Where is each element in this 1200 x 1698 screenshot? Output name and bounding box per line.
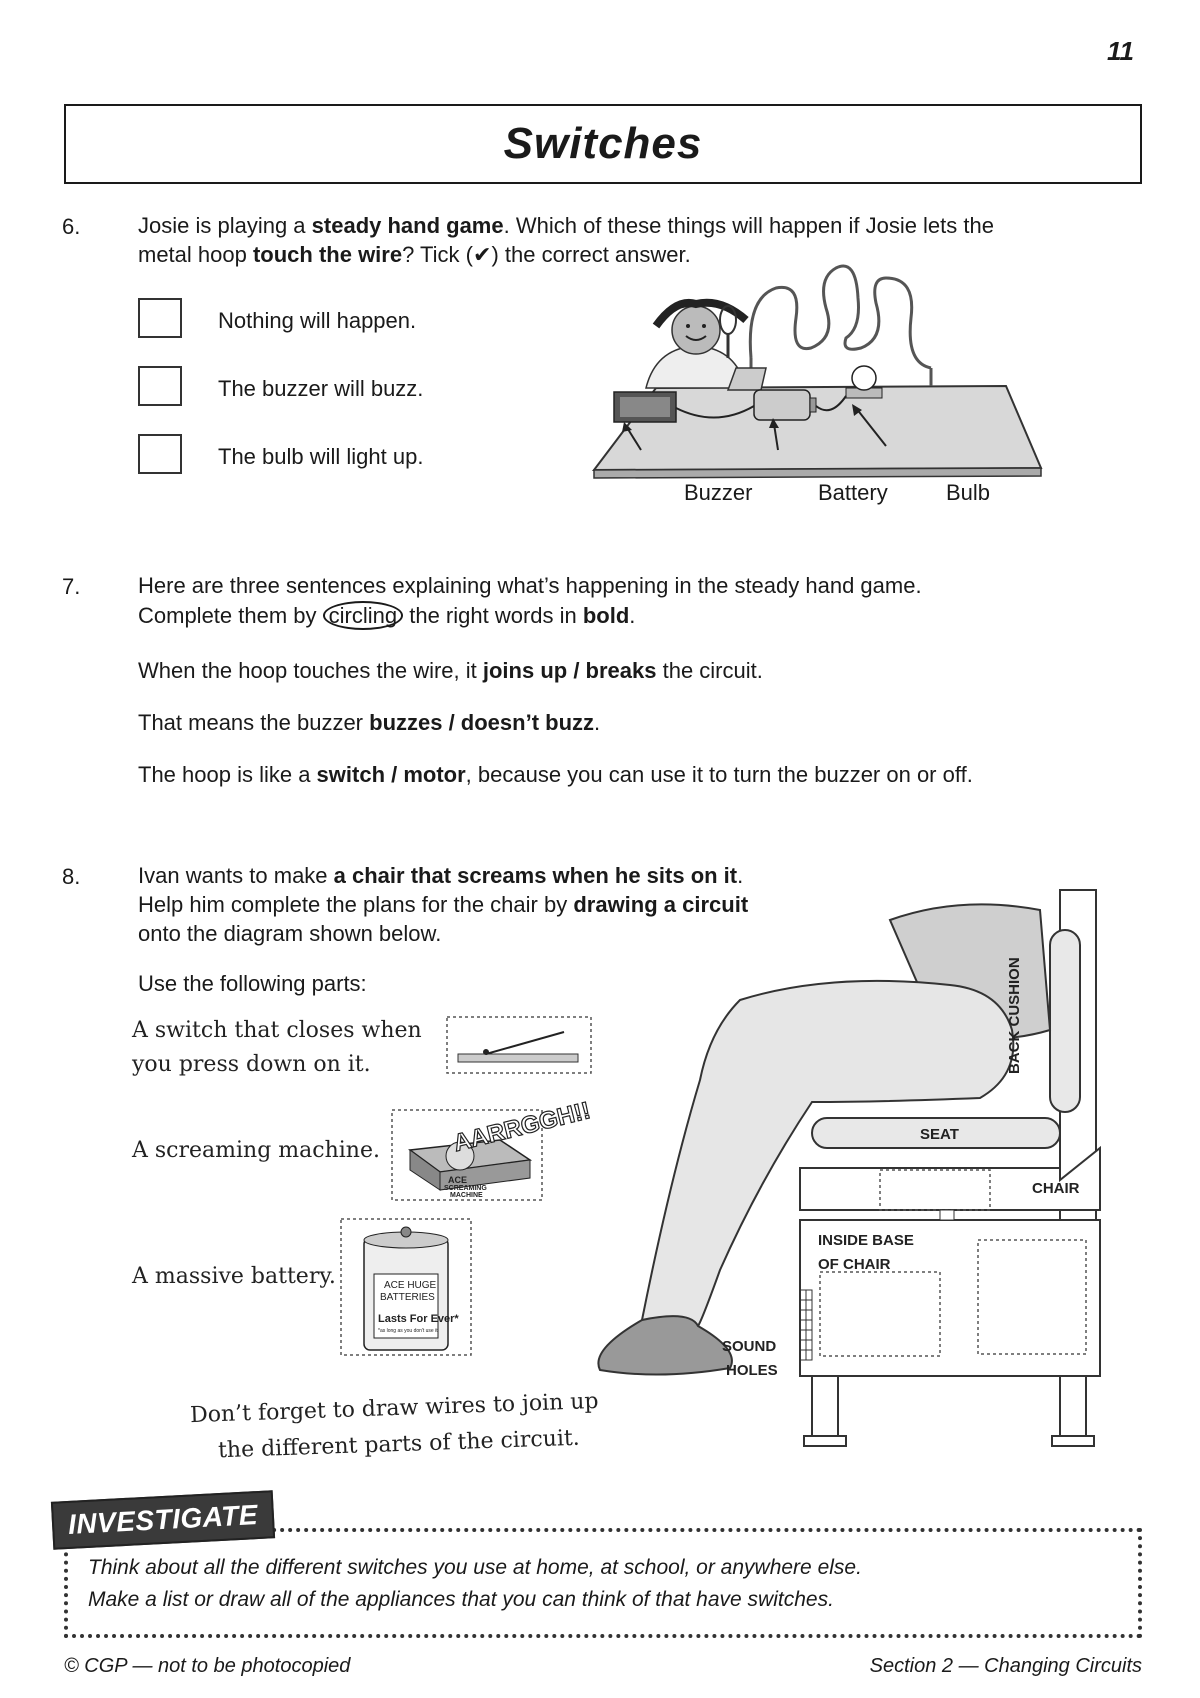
q7-text-line2: Complete them by circling the right word… [138, 601, 635, 630]
person-leg [640, 979, 1015, 1328]
chair-base [799, 1219, 1101, 1377]
q7-text-line1: Here are three sentences explaining what… [138, 573, 922, 598]
q6-bold: touch the wire [252, 242, 403, 267]
option-label: The bulb will light up. [218, 444, 424, 469]
answer-checkbox[interactable] [138, 366, 182, 406]
sentence-text: , because you can use it to turn the buz… [465, 762, 973, 787]
battery-label: Battery [818, 480, 888, 505]
answer-checkbox[interactable] [138, 298, 182, 338]
q7-sentence-3: The hoop is like a switch / motor, becau… [138, 760, 973, 789]
page-title: Switches [503, 119, 703, 168]
sentence-text: . [594, 710, 601, 735]
q6-text: Josie is playing a [138, 213, 312, 238]
part2-label: A screaming machine. [132, 1138, 380, 1163]
back-cushion [1049, 929, 1081, 1113]
seat-cushion [811, 1117, 1061, 1149]
machine-label-line1: ACE [448, 1175, 467, 1185]
q6-bold: steady hand game [311, 213, 504, 238]
q8-text-line3: onto the diagram shown below. [138, 921, 442, 946]
footer-copyright: © CGP — not to be photocopied [64, 1655, 351, 1677]
sentence-text: When the hoop touches the wire, it [138, 658, 483, 683]
scream-text: AARRGGH!! [451, 1100, 593, 1157]
sentence-text: That means the buzzer [138, 710, 370, 735]
reminder-line1: Don’t forget to draw wires to join up [189, 1388, 599, 1429]
option-label: Nothing will happen. [218, 308, 417, 333]
part1-label-line2: you press down on it. [132, 1052, 371, 1077]
sentence-text: the circuit. [656, 658, 763, 683]
pressure-switch-illustration [446, 1016, 592, 1074]
q8-text: . [737, 863, 744, 888]
screaming-machine-illustration: ACE SCREAMING MACHINE AARRGGH!! [391, 1100, 594, 1201]
tick-symbol: ✔ [473, 242, 492, 267]
q7-text: Complete them by [138, 603, 323, 628]
circled-word: circling [322, 601, 404, 630]
q6-text-line1: Josie is playing a steady hand game. Whi… [138, 211, 994, 240]
massive-battery-illustration: ACE HUGE BATTERIES Lasts For Ever* *as l… [340, 1218, 472, 1356]
part1-label-line1: A switch that closes when [132, 1018, 422, 1043]
girl-figure [645, 298, 749, 389]
q7-sentence-2: That means the buzzer buzzes / doesn’t b… [138, 708, 600, 737]
chair-frame [799, 1145, 1101, 1211]
q8-text-line2: Help him complete the plans for the chai… [138, 890, 748, 919]
battery-label-line1: ACE HUGE [384, 1280, 437, 1291]
q6-text: ) the correct answer. [491, 242, 691, 267]
q7-number: 7. [62, 574, 81, 599]
investigate-box [64, 1528, 1142, 1638]
seat-label: SEAT [920, 1126, 959, 1143]
part3-label: A massive battery. [132, 1264, 336, 1289]
q7-bold: bold [582, 603, 630, 628]
battery-label-line2: BATTERIES [380, 1292, 435, 1303]
chair-label: CHAIR [1032, 1180, 1080, 1197]
q8-bold: drawing a circuit [573, 892, 749, 917]
q6-text: metal hoop [138, 242, 253, 267]
option-label: The buzzer will buzz. [218, 376, 424, 401]
answer-choice-joins-breaks[interactable]: joins up / breaks [482, 658, 657, 683]
q7-text: the right words in [403, 603, 583, 628]
battery-label-line3: Lasts For Ever* [378, 1313, 459, 1325]
buzzer-label: Buzzer [684, 480, 753, 505]
back-cushion-label: BACK CUSHION [1006, 957, 1023, 1074]
inside-base-label-line1: INSIDE BASE [818, 1232, 914, 1249]
bulb [851, 365, 877, 391]
battery [753, 389, 811, 421]
machine-label-line2: SCREAMING [444, 1185, 487, 1192]
q8-text: Help him complete the plans for the chai… [138, 892, 574, 917]
q8-number: 8. [62, 864, 81, 889]
q6-text-line2: metal hoop touch the wire? Tick (✔) the … [138, 240, 691, 269]
answer-checkbox[interactable] [138, 434, 182, 474]
answer-choice-buzz[interactable]: buzzes / doesn’t buzz [369, 710, 595, 735]
page-number: 11 [1107, 36, 1134, 66]
inside-base-label-line2: OF CHAIR [818, 1256, 891, 1273]
battery-label-line4: *as long as you don't use it [378, 1328, 438, 1334]
steady-hand-game-illustration [591, 264, 1043, 479]
q8-text-line1: Ivan wants to make a chair that screams … [138, 861, 743, 890]
chair-diagram [597, 889, 1101, 1447]
machine-label-line3: MACHINE [450, 1192, 483, 1199]
sentence-text: The hoop is like a [138, 762, 317, 787]
q6-text: ? Tick ( [402, 242, 473, 267]
person-foot [597, 1315, 733, 1376]
sound-holes-label-line2: HOLES [726, 1362, 778, 1379]
q6-text: . Which of these things will happen if J… [503, 213, 994, 238]
reminder-line2: the different parts of the circuit. [217, 1425, 581, 1464]
sound-holes-label-line1: SOUND [722, 1338, 777, 1355]
investigate-line1: Think about all the different switches y… [88, 1556, 862, 1579]
footer-section: Section 2 — Changing Circuits [869, 1655, 1142, 1677]
q8-text: Ivan wants to make [138, 863, 334, 888]
bulb-label: Bulb [946, 480, 991, 505]
title-box: Switches [64, 104, 1142, 184]
q6-number: 6. [62, 214, 81, 239]
q8-bold: a chair that screams when he sits on it [333, 863, 738, 888]
sound-holes [799, 1289, 813, 1361]
investigate-line2: Make a list or draw all of the appliance… [88, 1588, 834, 1611]
parts-intro: Use the following parts: [138, 971, 367, 996]
answer-choice-switch-motor[interactable]: switch / motor [316, 762, 466, 787]
q7-sentence-1: When the hoop touches the wire, it joins… [138, 656, 763, 685]
q7-text: . [629, 603, 636, 628]
